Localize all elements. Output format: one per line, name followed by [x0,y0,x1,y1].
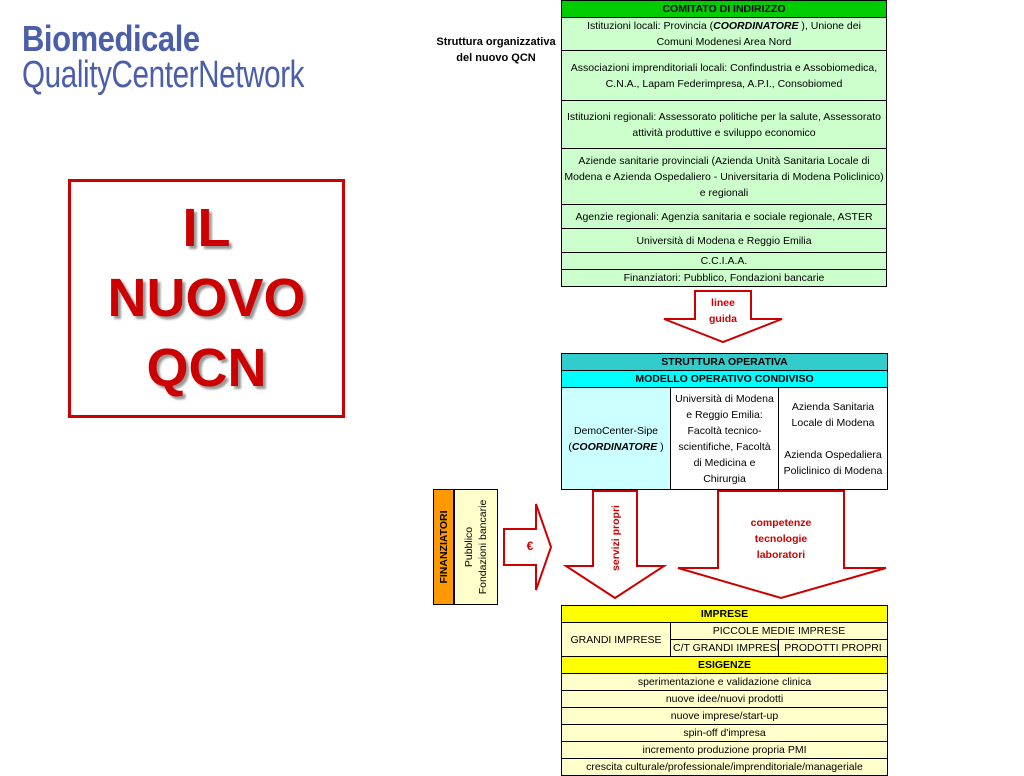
linee-guida-label: linee guida [695,295,751,327]
esigenze-row: nuove imprese/start-up [561,707,888,725]
finanziatori-detail-box: Pubblico Fondazioni bancarie [454,489,498,605]
competenze-arrow [677,490,887,600]
pmi-cell: PICCOLE MEDIE IMPRESE [670,622,888,640]
structure-label: Struttura organizzativa del nuovo QCN [430,34,562,66]
title-line-3: QCN [146,338,267,398]
linee-guida-line-2: guida [709,313,737,325]
finanziatori-box: FINANZIATORI [433,489,454,605]
servizi-propri-label: servizi propri [610,505,622,571]
comitato-row-1a: Istituzioni locali: Provincia ( [587,20,714,32]
imprese-table: IMPRESE GRANDI IMPRESE PICCOLE MEDIE IMP… [561,605,888,776]
comitato-row-1d: Comuni Modenesi Area Nord [656,36,792,48]
universita-cell: Università di Modena e Reggio Emilia: Fa… [670,387,779,490]
esigenze-row: crescita culturale/professionale/imprend… [561,758,888,776]
linee-guida-line-1: linee [711,297,735,309]
competenze-label: competenze tecnologie laboratori [731,515,831,563]
structure-label-line-2: del nuovo QCN [456,52,536,64]
comitato-header: COMITATO DI INDIRIZZO [561,0,887,18]
logo-line-1: Biomedicale [22,18,200,59]
asl-text: Azienda Sanitaria Locale di Modena [791,400,875,429]
democenter-name: DemoCenter-Sipe [573,424,659,437]
structure-label-line-1: Struttura organizzativa [436,36,556,48]
linee-guida-arrow [663,290,783,344]
comitato-row: Aziende sanitarie provinciali (Azienda U… [561,148,887,205]
logo-line-2: QualityCenterNetwork [22,54,305,96]
esigenze-row: incremento produzione propria PMI [561,741,888,759]
servizi-propri-arrow [562,490,668,600]
comitato-row-1c: ), Unione dei [798,20,861,32]
competenze-line-1: competenze [750,517,812,529]
ospedaliera-text: Azienda Ospedaliera Policlinico di Moden… [783,448,883,477]
euro-symbol: € [526,539,534,553]
comitato-row: Finanziatori: Pubblico, Fondazioni banca… [561,269,887,287]
prodotti-propri-cell: PRODOTTI PROPRI [778,639,888,657]
comitato-row: Agenzie regionali: Agenzia sanitaria e s… [561,204,887,229]
esigenze-row: spin-off d'impresa [561,724,888,742]
operativa-table: STRUTTURA OPERATIVA MODELLO OPERATIVO CO… [561,353,888,490]
grandi-imprese-cell: GRANDI IMPRESE [561,622,671,657]
operativa-header: STRUTTURA OPERATIVA [561,353,888,371]
esigenze-row: sperimentazione e validazione clinica [561,673,888,691]
finanziatori-detail: Pubblico Fondazioni bancarie [462,500,490,595]
title-line-1: IL [182,198,231,258]
servizi-propri-wrap: servizi propri [598,498,634,578]
democenter-paren-open: ( [568,440,572,453]
comitato-row: Associazioni imprenditoriali locali: Con… [561,50,887,101]
esigenze-header: ESIGENZE [561,656,888,674]
title-box: IL NUOVO QCN [68,179,345,418]
comitato-row: Università di Modena e Reggio Emilia [561,228,887,253]
comitato-row: Istituzioni regionali: Assessorato polit… [561,100,887,149]
esigenze-row: nuove idee/nuovi prodotti [561,690,888,708]
imprese-header: IMPRESE [561,605,888,623]
comitato-table: COMITATO DI INDIRIZZO Istituzioni locali… [561,0,887,287]
euro-arrow [503,503,553,591]
democenter-cell: DemoCenter-Sipe (COORDINATORE ) [561,387,671,490]
title-line-2: NUOVO [107,268,306,328]
competenze-line-2: tecnologie [754,533,808,545]
finanziatori-fondazioni: Fondazioni bancarie [477,499,489,595]
ct-grandi-cell: C/T GRANDI IMPRESE [670,639,779,657]
comitato-row: Istituzioni locali: Provincia (COORDINAT… [561,17,887,51]
democenter-paren-close: ) [657,440,664,453]
aziende-cell: Azienda Sanitaria Locale di Modena Azien… [778,387,888,490]
operativa-subheader: MODELLO OPERATIVO CONDIVISO [561,370,888,388]
democenter-coordinatore: COORDINATORE [571,440,658,453]
competenze-line-3: laboratori [756,549,806,561]
finanziatori-pubblico: Pubblico [463,526,475,568]
comitato-row: C.C.I.A.A. [561,252,887,270]
finanziatori-label: FINANZIATORI [437,510,450,584]
coordinatore-label: COORDINATORE [713,20,799,32]
